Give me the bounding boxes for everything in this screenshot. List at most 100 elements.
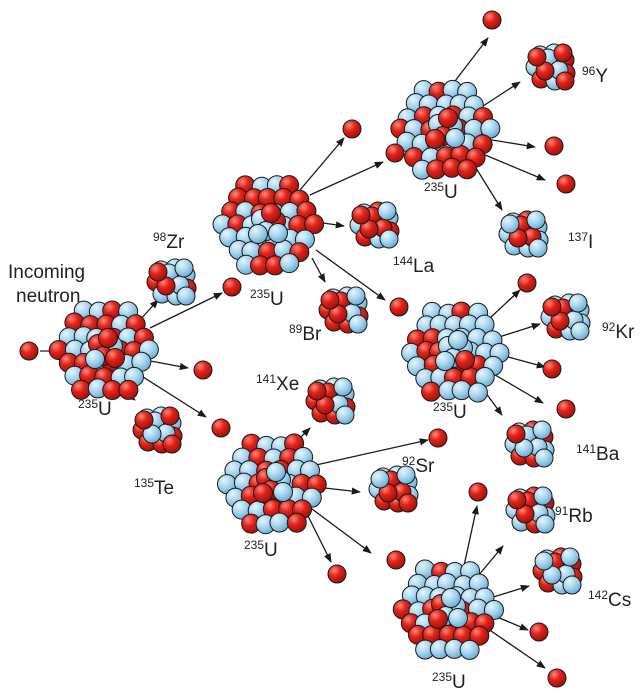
nucleon xyxy=(248,224,268,244)
krypton-fragment xyxy=(540,293,591,341)
label-uranium-2: 235U xyxy=(250,287,284,310)
nucleon xyxy=(506,424,526,444)
nucleon xyxy=(467,382,488,403)
label-rubidium: 91Rb xyxy=(555,504,593,527)
label-uranium-3: 235U xyxy=(424,180,458,203)
xenon-fragment xyxy=(305,377,356,425)
nucleon xyxy=(441,588,461,608)
label-uranium-1: 235U xyxy=(78,397,112,420)
nucleon xyxy=(176,286,196,306)
uranium-nucleus-U3 xyxy=(390,79,501,180)
reaction-arrow xyxy=(495,323,541,339)
incoming-label-line2: neutron xyxy=(16,286,80,307)
label-strontium: 92Sr xyxy=(402,454,435,477)
nucleon xyxy=(370,469,390,489)
free-neutron xyxy=(517,273,537,293)
label-krypton: 92Kr xyxy=(602,320,635,343)
reaction-arrow xyxy=(309,161,384,196)
label-zirconium: 98Zr xyxy=(153,230,185,253)
free-neutron xyxy=(529,622,549,642)
free-neutrons-layer xyxy=(19,10,576,688)
nucleon xyxy=(528,238,548,258)
nucleon xyxy=(448,608,468,628)
nucleon xyxy=(279,253,300,274)
free-neutron xyxy=(19,341,39,361)
label-bromine: 89Br xyxy=(289,322,322,345)
nucleon xyxy=(307,381,327,401)
free-neutron xyxy=(556,174,576,194)
nucleon xyxy=(160,406,180,426)
nucleon xyxy=(425,129,445,149)
label-cesium: 142Cs xyxy=(588,588,631,611)
free-neutron xyxy=(222,277,242,297)
free-neutron xyxy=(544,136,564,156)
nucleon xyxy=(445,128,465,148)
nucleon xyxy=(562,575,582,595)
reaction-arrow xyxy=(489,371,544,404)
zirconium-fragment xyxy=(146,258,197,306)
nucleon xyxy=(162,434,182,454)
nucleon xyxy=(435,351,455,371)
reaction-arrow xyxy=(144,359,189,371)
nucleon xyxy=(320,290,340,310)
label-lanthanum: 144La xyxy=(393,254,435,277)
nucleon xyxy=(268,223,288,243)
reaction-arrow xyxy=(477,545,504,577)
free-neutron xyxy=(542,359,562,379)
reaction-arrow xyxy=(311,257,326,283)
tellurium-fragment xyxy=(132,406,183,454)
reaction-arrow xyxy=(149,292,223,329)
nucleon xyxy=(500,214,520,234)
label-uranium-5: 235U xyxy=(244,538,278,561)
nucleon xyxy=(269,512,290,533)
free-neutron xyxy=(193,360,213,380)
free-neutron xyxy=(342,119,362,139)
nucleon xyxy=(560,547,580,567)
nucleon xyxy=(377,201,397,221)
reaction-arrow xyxy=(305,511,332,563)
nucleon xyxy=(85,349,105,369)
incoming-label-line1: Incoming xyxy=(8,262,85,283)
nucleon xyxy=(457,159,478,180)
lanthanum-fragment xyxy=(349,201,400,249)
reaction-arrow xyxy=(479,81,521,109)
nucleon xyxy=(333,377,353,397)
uranium-nucleus-U2 xyxy=(212,175,325,276)
rubidium-fragment xyxy=(505,486,556,534)
nucleon xyxy=(438,108,458,128)
free-neutron xyxy=(547,668,567,688)
nucleon xyxy=(534,448,554,468)
nucleon xyxy=(555,71,575,91)
nucleon xyxy=(266,462,286,482)
free-neutron xyxy=(468,482,488,502)
nucleon xyxy=(174,258,194,278)
uranium-nucleus-U4 xyxy=(401,301,510,403)
nucleon xyxy=(379,229,399,249)
reaction-arrow xyxy=(139,374,207,418)
free-neutron xyxy=(428,428,448,448)
nucleon xyxy=(105,348,125,368)
label-iodine: 137I xyxy=(568,230,593,253)
nucleon xyxy=(118,379,139,400)
uranium-nucleus-U1 xyxy=(48,300,159,401)
nucleon xyxy=(428,609,448,629)
nucleon xyxy=(527,47,547,67)
nucleon xyxy=(553,43,573,63)
nucleon xyxy=(346,286,366,306)
nucleon xyxy=(396,465,416,485)
label-yttrium: 96Y xyxy=(582,64,608,87)
label-uranium-4: 235U xyxy=(433,400,467,423)
free-neutron xyxy=(389,297,409,317)
nucleon xyxy=(286,512,307,533)
nucleon xyxy=(448,330,468,350)
nucleon xyxy=(134,410,154,430)
label-xenon: 141Xe xyxy=(256,372,299,395)
free-neutron xyxy=(211,418,231,438)
strontium-fragment xyxy=(368,465,419,513)
iodine-fragment xyxy=(498,210,549,258)
yttrium-fragment xyxy=(525,43,576,91)
free-neutron xyxy=(327,564,347,584)
label-barium: 141Ba xyxy=(576,442,620,465)
bromine-fragment xyxy=(318,286,369,334)
reaction-arrow xyxy=(299,137,345,191)
